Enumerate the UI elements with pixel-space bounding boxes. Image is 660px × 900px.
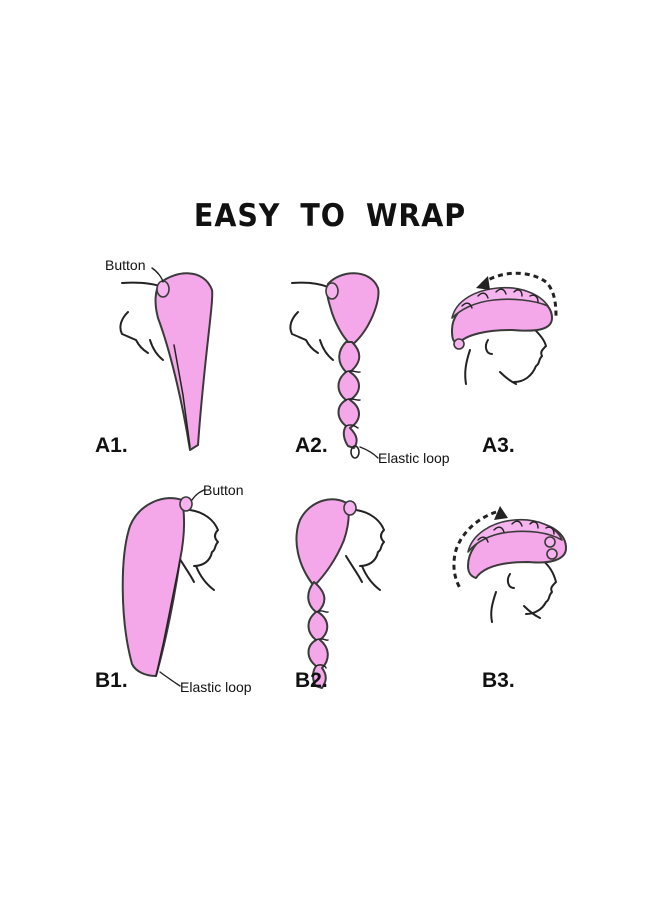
b1-towel-edge <box>155 559 181 677</box>
a3-rotation-arrow <box>481 271 558 317</box>
b3-step-label: B3. <box>482 669 515 692</box>
a2-step-label: A2. <box>295 434 328 457</box>
panel-a2: Elastic loop A2. <box>289 272 450 466</box>
a1-towel-edge <box>173 344 191 448</box>
b1-elastic-leader <box>159 671 181 687</box>
b1-button-icon <box>179 496 193 512</box>
a2-elastic-label: Elastic loop <box>378 450 450 466</box>
b2-towel-cap <box>295 498 350 587</box>
a1-button-icon <box>156 280 170 298</box>
a1-step-label: A1. <box>95 434 128 457</box>
b3-ear <box>506 573 515 589</box>
b3-button-icon-2 <box>546 548 558 560</box>
b3-button-icon-1 <box>544 536 556 548</box>
a3-button-icon <box>453 338 465 350</box>
b2-towel-twist <box>307 581 329 689</box>
b3-braid-lines <box>477 520 555 543</box>
a1-button-leader <box>151 267 164 283</box>
a3-step-label: A3. <box>482 434 515 457</box>
a2-towel-twist <box>337 341 361 449</box>
a1-towel <box>154 272 214 451</box>
b1-button-leader <box>191 489 205 501</box>
panel-a1: Button A1. <box>95 257 214 457</box>
b2-button-icon <box>343 500 357 516</box>
a2-elastic-loop-icon <box>350 445 360 459</box>
a2-head-outline <box>289 281 329 354</box>
b1-step-label: B1. <box>95 669 128 692</box>
a2-button-icon <box>325 282 339 300</box>
a3-towel-braid <box>451 286 549 319</box>
b1-button-label: Button <box>203 482 243 498</box>
a1-button-label: Button <box>105 257 145 273</box>
b2-step-label: B2. <box>295 669 328 692</box>
a3-arrowhead-icon <box>476 276 490 290</box>
a2-twist-lines <box>345 370 361 429</box>
panel-b3: B3. <box>452 506 567 692</box>
panel-b2: B2. <box>295 498 385 692</box>
diagram-title: EASY TO WRAP <box>193 198 467 234</box>
a3-ear <box>484 339 493 355</box>
a2-neck-line <box>319 339 334 361</box>
b3-neck <box>490 591 541 623</box>
b2-face-profile <box>355 509 385 567</box>
b1-face-profile <box>189 509 219 567</box>
panel-b1: Button Elastic loop B1. <box>95 482 252 695</box>
b2-neck <box>345 555 381 591</box>
b3-face-profile <box>525 559 557 615</box>
a3-braid-lines <box>461 288 539 309</box>
a2-elastic-leader <box>359 446 379 459</box>
a3-face-profile <box>513 321 547 383</box>
b2-twist-lines <box>315 610 329 669</box>
panel-a3: A3. <box>451 271 558 457</box>
a3-neck <box>464 349 517 385</box>
a1-neck-line <box>149 339 164 361</box>
b3-rotation-arrow <box>452 510 497 589</box>
b1-elastic-label: Elastic loop <box>180 679 252 695</box>
b3-arrowhead-icon <box>494 506 508 520</box>
